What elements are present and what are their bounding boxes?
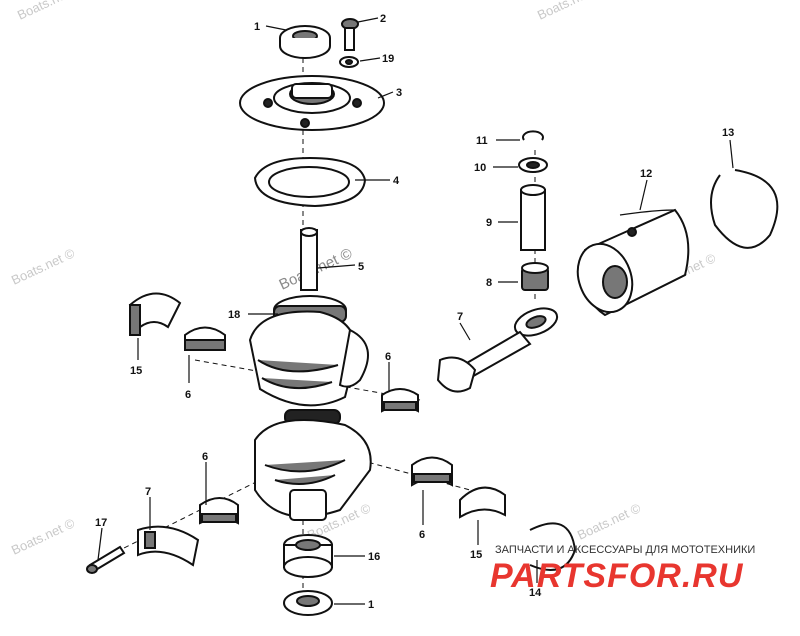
- bearing-cage-c: [411, 456, 453, 487]
- leader-lines: [97, 17, 734, 605]
- watermark-mid-left: Boats.net ©: [9, 245, 77, 288]
- label-part-9: 9: [486, 217, 492, 229]
- label-part-8: 8: [486, 277, 492, 289]
- label-part-17: 17: [95, 517, 107, 529]
- label-part-6-a: 6: [185, 389, 191, 401]
- label-part-6-b: 6: [385, 351, 391, 363]
- label-part-3: 3: [396, 87, 402, 99]
- label-part-15-left: 15: [130, 365, 142, 377]
- label-part-16: 16: [368, 551, 380, 563]
- bearing-cage-d: [199, 497, 239, 525]
- label-part-7-rod: 7: [457, 311, 463, 323]
- piston-ring-bottom: [529, 522, 577, 571]
- main-bearing-bottom: [283, 534, 333, 578]
- bearing-shell-right: [459, 486, 506, 519]
- label-part-5: 5: [358, 261, 364, 273]
- washer: [339, 56, 359, 68]
- label-part-2: 2: [380, 13, 386, 25]
- label-part-7-cap: 7: [145, 486, 151, 498]
- label-part-6-c: 6: [202, 451, 208, 463]
- piston-pin: [520, 184, 546, 251]
- piston-pin-clip: [522, 130, 544, 141]
- label-part-10: 10: [474, 162, 486, 174]
- piston: [576, 208, 690, 317]
- crankshaft: [248, 227, 372, 521]
- watermark-bottom-left: Boats.net ©: [9, 515, 77, 558]
- partsfor-branding: ЗАПЧАСТИ И АКСЕССУАРЫ ДЛЯ МОТОТЕХНИКИ PA…: [490, 544, 755, 595]
- label-part-19: 19: [382, 53, 394, 65]
- watermark-bottom-right: Boats.net ©: [575, 500, 643, 543]
- brand-tagline: ЗАПЧАСТИ И АКСЕССУАРЫ ДЛЯ МОТОТЕХНИКИ: [495, 544, 755, 556]
- label-part-12: 12: [640, 168, 652, 180]
- piston-pin-washer: [518, 157, 548, 173]
- label-part-13: 13: [722, 127, 734, 139]
- label-part-15-right: 15: [470, 549, 482, 561]
- label-part-1-bottom: 1: [368, 599, 374, 611]
- label-part-4: 4: [393, 175, 400, 187]
- screw: [341, 18, 359, 51]
- label-part-14: 14: [529, 587, 542, 599]
- seal-bottom: [283, 590, 333, 616]
- bearing-cage-a: [184, 326, 226, 351]
- watermark-top-left: Boats.net ©: [15, 0, 83, 23]
- bearing-shell-left: [128, 292, 182, 336]
- watermark-top-right: Boats.net ©: [535, 0, 603, 23]
- retainer-plate: [239, 75, 385, 131]
- label-part-1-top: 1: [254, 21, 260, 33]
- needle-bearing-small-end: [521, 262, 549, 291]
- piston-ring-top: [710, 169, 779, 249]
- label-part-11: 11: [476, 135, 488, 147]
- cap-bolt: [86, 545, 126, 574]
- label-part-18: 18: [228, 309, 240, 321]
- gasket: [253, 156, 367, 208]
- brand-logo: PARTSFOR.RU: [490, 557, 744, 595]
- rod-cap: [137, 525, 200, 567]
- part-number-labels: 1 2 19 3 4 11 13 10 12 9 5 8 18 7 15 6 6…: [95, 13, 734, 611]
- connecting-rod: [436, 307, 559, 393]
- bearing-cage-b: [381, 388, 419, 413]
- label-part-6-d: 6: [419, 529, 425, 541]
- seal-top: [279, 25, 331, 59]
